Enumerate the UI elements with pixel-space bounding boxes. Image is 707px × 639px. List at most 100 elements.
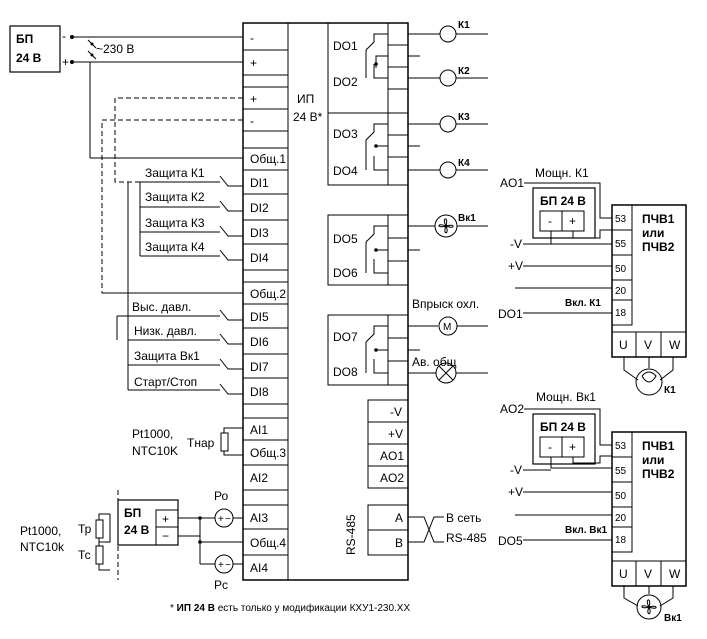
vfd1-cmd: Вкл. К1	[565, 298, 601, 309]
vfd2-t18: 18	[615, 535, 627, 546]
vfd2-name-2: или	[642, 453, 664, 467]
vfd2-plus-v: +V	[508, 485, 523, 499]
ai-group-1: AI1 Общ.3 AI2 Pt1000, NTC10K Тнар	[132, 417, 289, 491]
network-label-2: RS-485	[446, 531, 487, 545]
term-di1: DI1	[250, 176, 269, 190]
vfd1-v: V	[644, 338, 652, 352]
rs485-block: A B RS-485 В сеть RS-485	[344, 504, 487, 556]
vfd2-cmd: Вкл. Вк1	[565, 525, 607, 536]
vfd2-do: DO5	[498, 534, 523, 548]
alarm-label: Ав. общ	[412, 355, 457, 369]
pc-label: Рс	[214, 578, 228, 592]
protection-inputs: Защита К1 Защита К2 Защита К3 Защита К4	[127, 166, 243, 306]
vfd1-ao: AO1	[500, 176, 524, 190]
vfd2-name-3: ПЧВ2	[642, 467, 675, 481]
term-do5: DO5	[333, 232, 358, 246]
term-di8: DI8	[250, 385, 269, 399]
vfd-2: Мощн. Вк1 AO2 БП 24 В - + 53 55 50 20 18…	[498, 390, 687, 624]
prot-k2-label: Защита К2	[145, 190, 205, 204]
vfd1-minus-v: -V	[510, 237, 522, 251]
vfd1-motor: К1	[664, 385, 676, 396]
vfd1-plus-v: +V	[508, 259, 523, 273]
pressure-inputs: Выс. давл. Низк. давл. Защита Вк1 Старт/…	[116, 300, 243, 395]
k4-label: К4	[458, 158, 470, 169]
term-ai3: AI3	[250, 511, 268, 525]
injection-alarm: Впрыск охл. M Ав. общ	[408, 297, 488, 384]
vfd1-t53: 53	[615, 214, 627, 225]
term-ao1: AO1	[380, 449, 404, 463]
vfd1-w: W	[669, 338, 681, 352]
vfd2-w: W	[669, 567, 681, 581]
ai-group-2: AI3 Общ.4 AI4	[242, 504, 289, 581]
footnote: * ИП 24 В есть только у модификации КХУ1…	[170, 602, 410, 614]
temp-sensors-2: Pt1000, NTC10k Тр Тс	[20, 490, 119, 580]
start-stop-label: Старт/Стоп	[134, 375, 197, 389]
vfd1-name-3: ПЧВ2	[642, 240, 675, 254]
term-com4: Общ.4	[250, 536, 286, 550]
vk1-label: Вк1	[458, 213, 476, 224]
term-di7: DI7	[250, 360, 269, 374]
contactors: К1 К2 К3 К4	[408, 20, 488, 351]
term-do8: DO8	[333, 365, 358, 379]
prot-vk1-label: Защита Вк1	[134, 349, 200, 363]
tc-label: Тс	[78, 548, 91, 562]
term-do4: DO4	[333, 164, 358, 178]
prot-k4-label: Защита К4	[145, 240, 205, 254]
tr-label: Тр	[78, 522, 92, 536]
term-ai4: AI4	[250, 561, 268, 575]
prot-k3-label: Защита К3	[145, 216, 205, 230]
term-di3: DI3	[250, 226, 269, 240]
vfd2-psu-plus: +	[569, 440, 576, 454]
svg-text:-: -	[62, 29, 66, 43]
term-com2: Общ.2	[250, 287, 286, 301]
t-nar-label: Тнар	[187, 436, 215, 450]
vfd2-v: V	[644, 567, 652, 581]
vfd2-t53: 53	[615, 441, 627, 452]
svg-text:+: +	[62, 55, 69, 69]
footnote-star: *	[170, 603, 177, 614]
term-do6: DO6	[333, 266, 358, 280]
injection-label: Впрыск охл.	[412, 297, 479, 311]
term-ao2: AO2	[380, 471, 404, 485]
vfd-1: Мощн. К1 AO1 БП 24 В - + 53 55 50 20 18 …	[498, 166, 687, 396]
vfd2-psu-minus: -	[548, 440, 552, 454]
vfd1-u: U	[619, 338, 628, 352]
vfd2-ao: AO2	[500, 402, 524, 416]
vfd2-u: U	[619, 567, 628, 581]
vfd2-minus-v: -V	[510, 463, 522, 477]
svg-text:+: +	[218, 514, 224, 525]
psu-block: БП 24 В - + ~230 В	[9, 25, 134, 73]
po-label: Ро	[214, 489, 228, 503]
high-press-label: Выс. давл.	[132, 300, 191, 314]
svg-text:+: +	[218, 560, 224, 571]
vfd2-psu: БП 24 В	[540, 420, 586, 434]
analog-output-terminals: -V +V AO1 AO2	[367, 399, 409, 489]
rs485-label: RS-485	[344, 514, 358, 555]
prot-k1-label: Защита К1	[145, 166, 205, 180]
di-group-2: Общ.2 DI5 DI6 DI7 DI8	[242, 281, 289, 405]
svg-text:−: −	[225, 560, 231, 571]
sensor1-label-b: NTC10K	[132, 444, 178, 458]
vfd1-name-1: ПЧВ1	[642, 212, 675, 226]
term-di6: DI6	[250, 335, 269, 349]
term-do2: DO2	[333, 75, 358, 89]
relay-outputs: DO1 DO2 DO3 DO4 DO5 DO6 DO7 DO8	[327, 22, 409, 386]
term-plus: +	[250, 56, 257, 70]
low-press-label: Низк. давл.	[134, 324, 197, 338]
vfd2-t20: 20	[615, 513, 627, 524]
vfd2-name-1: ПЧВ1	[642, 439, 675, 453]
term-di2: DI2	[250, 201, 269, 215]
k1-label: К1	[458, 20, 470, 31]
vfd2-t50: 50	[615, 491, 627, 502]
vfd1-psu-minus: -	[548, 214, 552, 228]
isolated-supply-voltage: 24 В*	[293, 110, 323, 124]
pressure-sensors: БП 24 В + − + − Ро + − Рс	[117, 489, 243, 592]
term-di4: DI4	[250, 251, 269, 265]
vfd1-t55: 55	[615, 239, 627, 250]
vfd2-t55: 55	[615, 466, 627, 477]
sensor2-label: Pt1000,	[20, 524, 61, 538]
term-plus2: +	[250, 92, 257, 106]
term-com1: Общ.1	[250, 152, 286, 166]
vfd1-title: Мощн. К1	[535, 166, 589, 180]
